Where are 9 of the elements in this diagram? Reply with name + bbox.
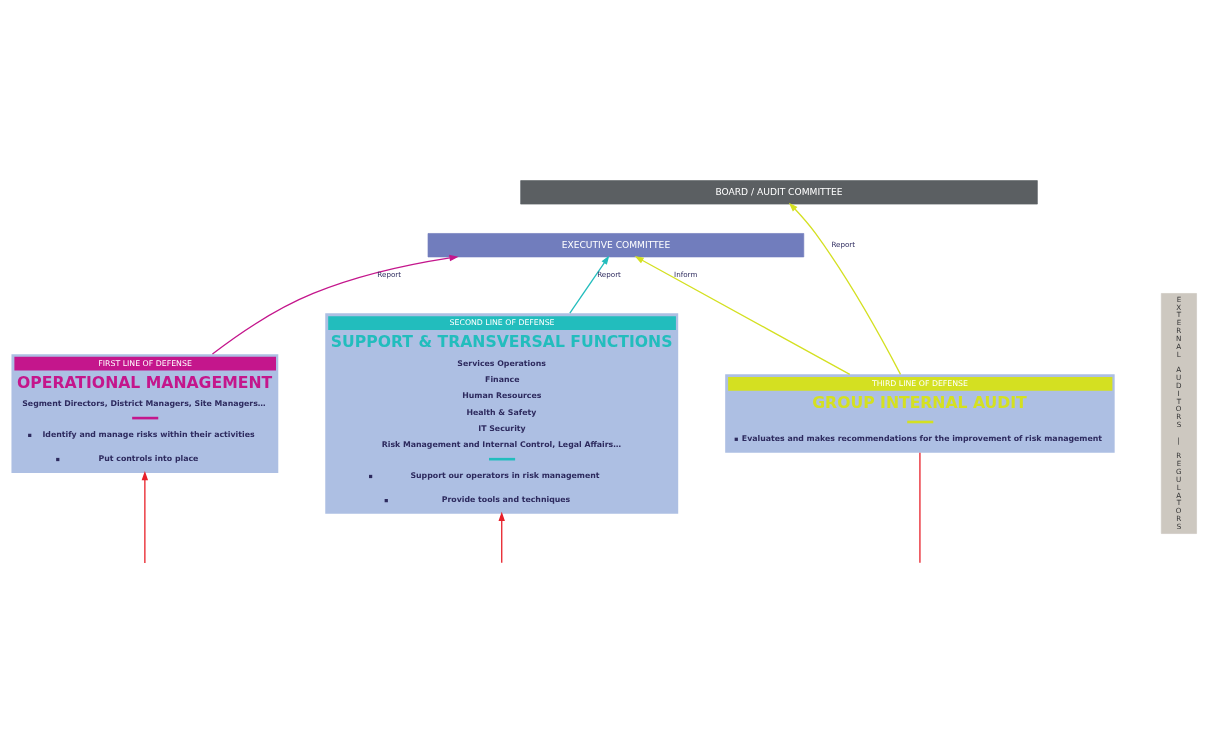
arrow [211, 254, 459, 355]
arrow [788, 202, 902, 375]
arrow [634, 256, 851, 375]
connector [919, 452, 921, 564]
arrow [498, 511, 505, 564]
node-box: EXECUTIVE COMMITTEE [427, 233, 805, 258]
arrow [141, 471, 149, 564]
node-box: BOARD / AUDIT COMMITTEE [520, 180, 1038, 205]
arrow [569, 255, 610, 314]
